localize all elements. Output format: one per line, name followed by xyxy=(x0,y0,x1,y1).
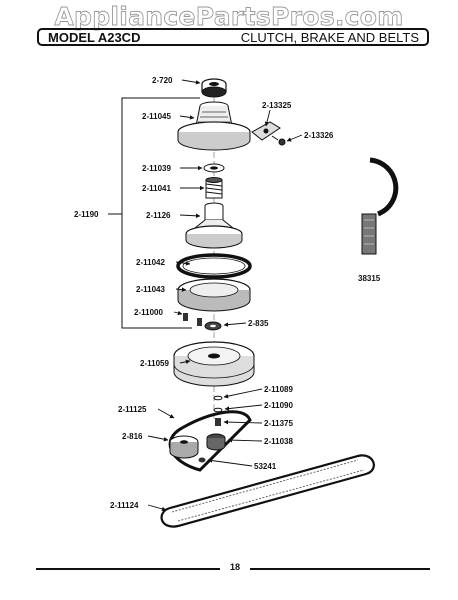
label-2-816: 2-816 xyxy=(122,432,143,441)
label-2-13326: 2-13326 xyxy=(304,131,334,140)
part-53241-set-screw xyxy=(198,457,206,463)
part-2-11059-pulley xyxy=(173,341,255,387)
label-53241: 53241 xyxy=(254,462,277,471)
label-2-835: 2-835 xyxy=(248,319,269,328)
label-2-11038: 2-11038 xyxy=(264,437,293,446)
part-2-1126-hub xyxy=(185,202,243,249)
label-2-11042: 2-11042 xyxy=(136,258,165,267)
label-38315: 38315 xyxy=(358,274,381,283)
label-2-11059: 2-11059 xyxy=(140,359,169,368)
label-2-11090: 2-11090 xyxy=(264,401,293,410)
model-label: MODEL A23CD xyxy=(48,30,141,45)
part-2-11045-housing xyxy=(177,101,251,151)
label-2-11125: 2-11125 xyxy=(118,405,147,414)
header-box: MODEL A23CD CLUTCH, BRAKE AND BELTS xyxy=(37,28,429,46)
footer-rule-left xyxy=(36,568,220,570)
label-2-11041: 2-11041 xyxy=(142,184,171,193)
part-2-11043-drum xyxy=(177,278,251,312)
part-2-11090-washer xyxy=(213,407,223,413)
part-2-835-nut xyxy=(204,321,222,331)
part-2-11038-pump-pulley xyxy=(206,433,226,451)
footer-rule-right xyxy=(250,568,430,570)
label-2-1126: 2-1126 xyxy=(146,211,171,220)
part-2-13326-screw xyxy=(271,135,286,146)
label-2-11043: 2-11043 xyxy=(136,285,165,294)
part-2-11124-belt xyxy=(160,454,375,528)
part-2-11042-gasket xyxy=(176,253,252,279)
part-2-720-bearing xyxy=(201,78,227,98)
label-2-11000: 2-11000 xyxy=(134,308,163,317)
label-2-11124: 2-11124 xyxy=(110,501,139,510)
watermark: AppliancePartsPros.com xyxy=(54,2,404,32)
label-2-720: 2-720 xyxy=(152,76,173,85)
part-2-11089-washer xyxy=(213,395,223,401)
label-2-13325: 2-13325 xyxy=(262,101,292,110)
part-2-816-motor-pulley xyxy=(169,435,199,459)
label-2-11089: 2-11089 xyxy=(264,385,293,394)
part-38315-brake-band xyxy=(361,157,399,255)
part-2-11000-screws xyxy=(183,313,202,326)
label-2-1190: 2-1190 xyxy=(74,210,99,219)
page-number: 18 xyxy=(229,562,240,572)
part-2-11041-spring xyxy=(205,177,223,199)
part-2-11039-washer xyxy=(203,163,225,173)
part-2-11375-screw xyxy=(215,418,221,426)
section-title: CLUTCH, BRAKE AND BELTS xyxy=(240,30,419,45)
label-2-11039: 2-11039 xyxy=(142,164,171,173)
label-2-11045: 2-11045 xyxy=(142,112,171,121)
part-2-13325-bracket xyxy=(251,121,281,141)
label-2-11375: 2-11375 xyxy=(264,419,293,428)
